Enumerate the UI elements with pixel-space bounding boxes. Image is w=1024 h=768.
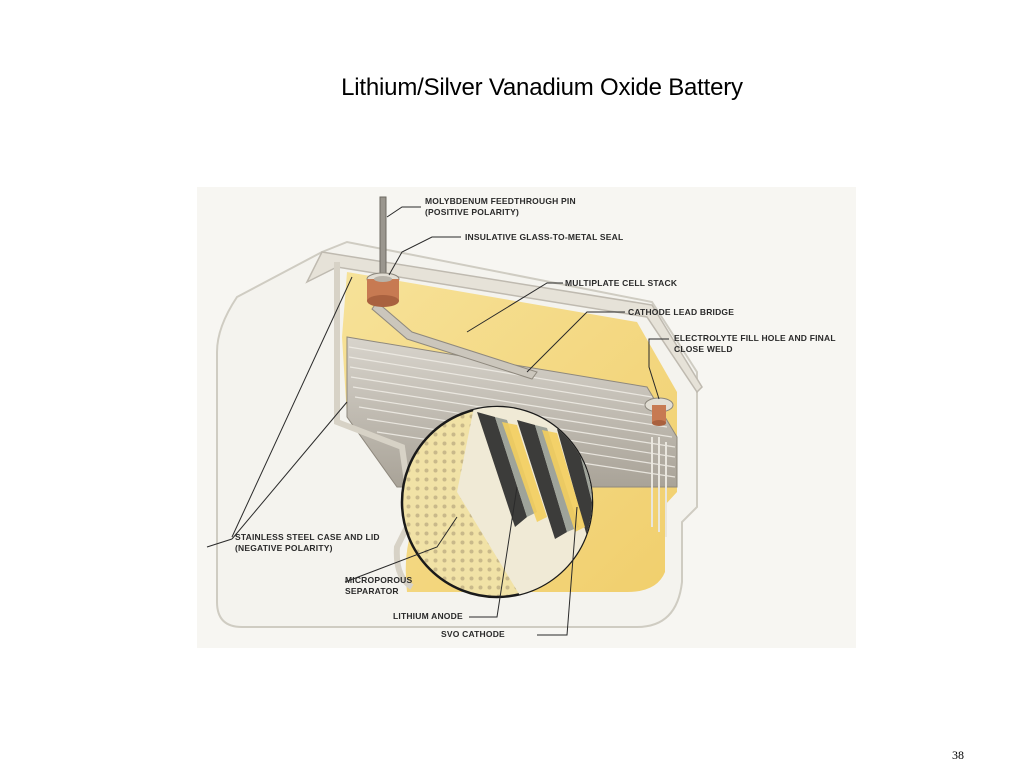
glass-seal-label: INSULATIVE GLASS-TO-METAL SEAL xyxy=(465,232,624,242)
slide-title: Lithium/Silver Vanadium Oxide Battery xyxy=(341,74,743,101)
fill-hole-label-line1: ELECTROLYTE FILL HOLE AND FINAL xyxy=(674,333,836,343)
battery-cutaway-diagram: MOLYBDENUM FEEDTHROUGH PIN (POSITIVE POL… xyxy=(197,187,856,648)
lead-bridge-label: CATHODE LEAD BRIDGE xyxy=(628,307,735,317)
feedthrough-pin-label-line2: (POSITIVE POLARITY) xyxy=(425,207,520,217)
case-label: STAINLESS STEEL CASE AND LID (NEGATIVE P… xyxy=(235,532,380,554)
page-number: 38 xyxy=(952,748,964,762)
case-label-line2: (NEGATIVE POLARITY) xyxy=(235,543,333,553)
fill-hole-label-line2: CLOSE WELD xyxy=(674,344,733,354)
separator-label: MICROPOROUS SEPARATOR xyxy=(345,575,412,597)
cell-stack-label: MULTIPLATE CELL STACK xyxy=(565,278,678,288)
svo-cathode-label: SVO CATHODE xyxy=(441,629,505,639)
lead-bridge-shape xyxy=(371,301,538,380)
case-label-line1: STAINLESS STEEL CASE AND LID xyxy=(235,532,380,542)
fill-hole-label: ELECTROLYTE FILL HOLE AND FINAL CLOSE WE… xyxy=(674,333,836,355)
feedthrough-pin-label-line1: MOLYBDENUM FEEDTHROUGH PIN xyxy=(425,196,576,206)
inner-wall xyxy=(334,262,416,590)
feedthrough-pin-label: MOLYBDENUM FEEDTHROUGH PIN (POSITIVE POL… xyxy=(425,196,576,218)
battery-illustration xyxy=(206,196,703,636)
case-lid-rim xyxy=(305,251,703,394)
lithium-anode-label: LITHIUM ANODE xyxy=(393,611,463,621)
separator-label-line1: MICROPOROUS xyxy=(345,575,413,585)
separator-label-line2: SEPARATOR xyxy=(345,586,399,596)
